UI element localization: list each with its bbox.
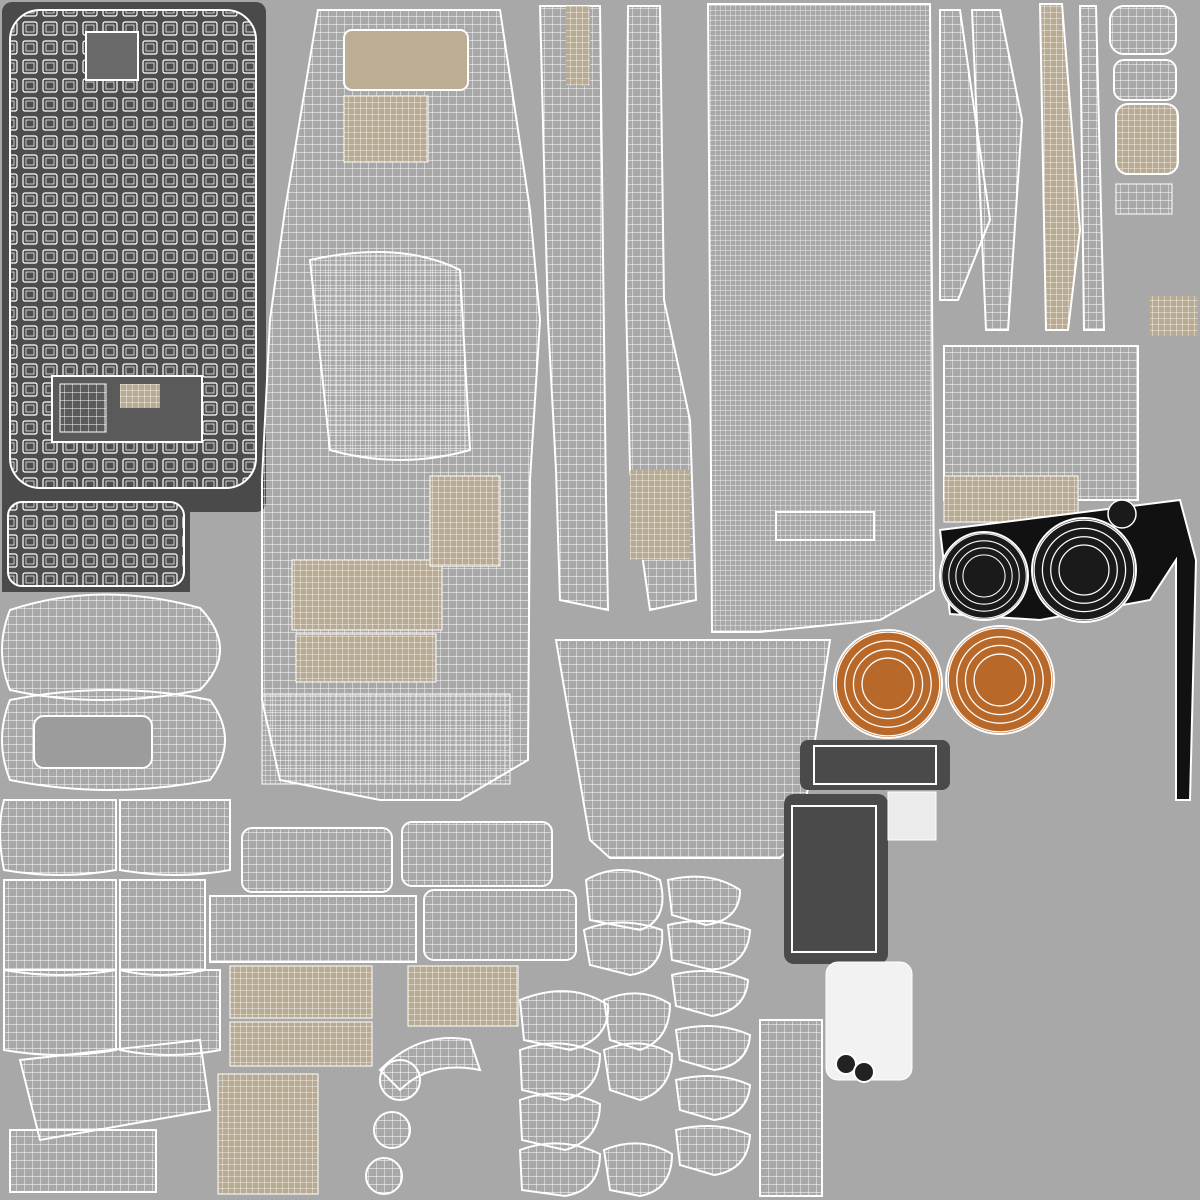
dark-block bbox=[784, 740, 950, 1081]
small-parts bbox=[209, 821, 875, 1198]
door-rail-right bbox=[624, 5, 698, 612]
door-rail-left bbox=[538, 5, 610, 612]
seat-cushions bbox=[0, 593, 231, 1193]
roof-panel bbox=[706, 3, 936, 633]
floor-mat-large bbox=[2, 2, 266, 512]
seat-frame bbox=[554, 639, 832, 859]
speaker-orange bbox=[833, 625, 1055, 739]
trim-strips bbox=[939, 3, 1198, 523]
speaker-black bbox=[938, 498, 1198, 801]
floor-mat-small bbox=[2, 494, 190, 592]
dashboard-console bbox=[261, 9, 542, 801]
